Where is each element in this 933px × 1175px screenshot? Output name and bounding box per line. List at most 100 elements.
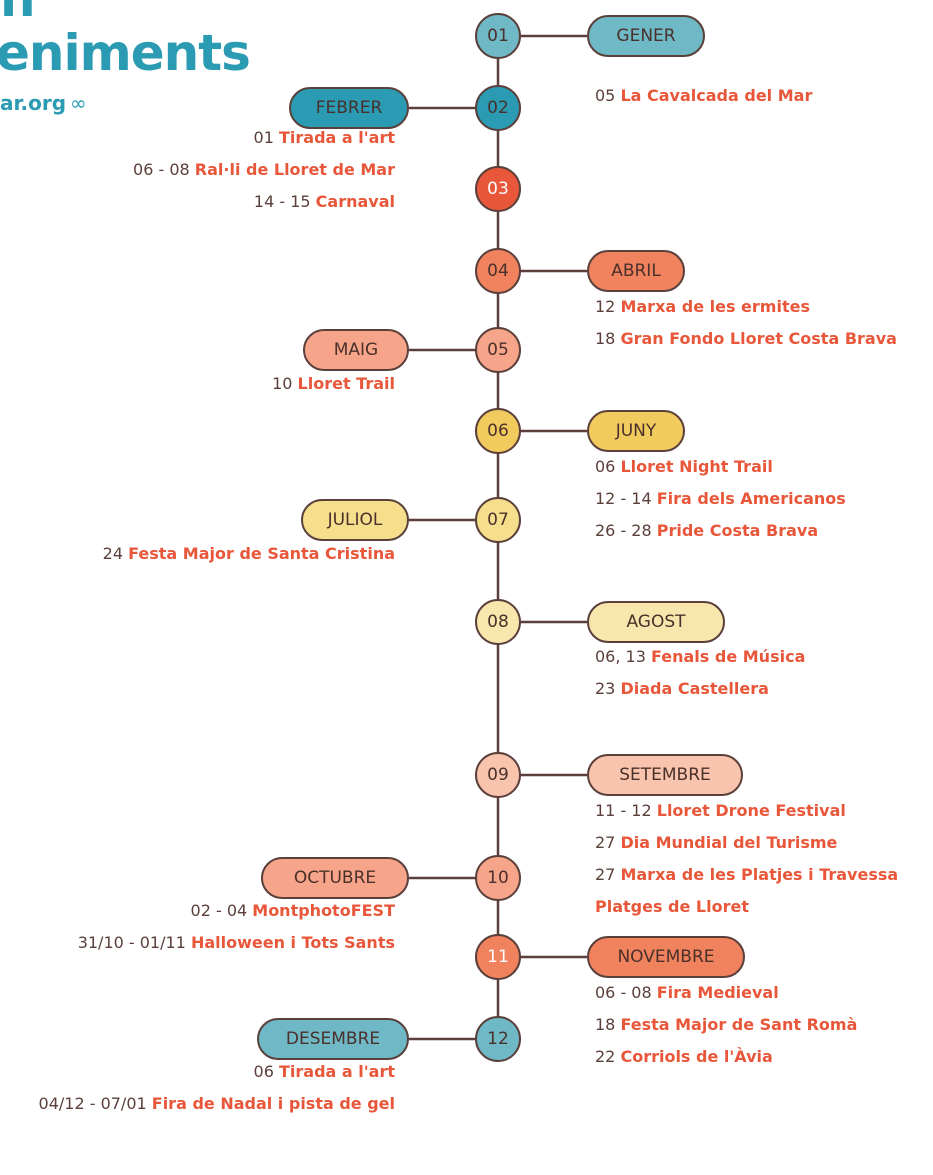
event-date: 23 (595, 679, 621, 698)
event-date: 05 (595, 86, 621, 105)
event-title: Gran Fondo Lloret Costa Brava (620, 329, 897, 348)
event-date: 18 (595, 329, 621, 348)
event-item: 10 Lloret Trail (272, 373, 395, 395)
event-title: Lloret Drone Festival (656, 801, 846, 820)
event-item: 06 - 08 Ral·li de Lloret de Mar (133, 159, 395, 181)
event-item: 11 - 12 Lloret Drone Festival (595, 800, 846, 822)
header-title-fragment: n (0, 0, 36, 28)
event-title: Dia Mundial del Turisme (620, 833, 838, 852)
event-title: Fira dels Americanos (656, 489, 846, 508)
event-title: Marxa de les ermites (620, 297, 810, 316)
event-item: 27 Marxa de les Platjes i Travessa (595, 864, 898, 886)
header-website-text: ar.org (0, 91, 67, 115)
event-item: 12 Marxa de les ermites (595, 296, 810, 318)
event-title: Lloret Night Trail (620, 457, 773, 476)
event-item: 12 - 14 Fira dels Americanos (595, 488, 846, 510)
event-date: 18 (595, 1015, 621, 1034)
event-date: 12 - 14 (595, 489, 657, 508)
event-title: Marxa de les Platjes i Travessa (620, 865, 899, 884)
event-title: Fenals de Música (650, 647, 806, 666)
month-number-node: 04 (475, 248, 521, 294)
event-item: 04/12 - 07/01 Fira de Nadal i pista de g… (39, 1093, 395, 1115)
event-item: 14 - 15 Carnaval (254, 191, 395, 213)
event-title: Halloween i Tots Sants (190, 933, 395, 952)
event-date: 06, 13 (595, 647, 651, 666)
month-number-node: 12 (475, 1016, 521, 1062)
event-item: 31/10 - 01/11 Halloween i Tots Sants (78, 932, 395, 954)
event-item: 06, 13 Fenals de Música (595, 646, 805, 668)
event-title: Diada Castellera (620, 679, 769, 698)
month-number-node: 10 (475, 855, 521, 901)
event-date: 27 (595, 833, 621, 852)
event-item: 02 - 04 MontphotoFEST (191, 900, 395, 922)
month-name-pill: ABRIL (587, 250, 685, 292)
month-name-pill: AGOST (587, 601, 725, 643)
event-title: La Cavalcada del Mar (620, 86, 813, 105)
event-title: Ral·li de Lloret de Mar (194, 160, 395, 179)
event-title: Platges de Lloret (595, 897, 749, 916)
event-date: 27 (595, 865, 621, 884)
event-date: 02 - 04 (190, 901, 253, 920)
event-item: 22 Corriols de l'Àvia (595, 1046, 773, 1068)
event-date: 01 (253, 128, 279, 147)
event-item: 27 Dia Mundial del Turisme (595, 832, 837, 854)
month-number-node: 05 (475, 327, 521, 373)
month-number-node: 09 (475, 752, 521, 798)
event-date: 04/12 - 07/01 (38, 1094, 152, 1113)
month-number-node: 01 (475, 13, 521, 59)
event-title: MontphotoFEST (252, 901, 395, 920)
event-title: Tirada a l'art (279, 1062, 395, 1081)
header-website-link[interactable]: ar.org∞ (0, 91, 87, 115)
event-title: Corriols de l'Àvia (620, 1047, 773, 1066)
event-item: 05 La Cavalcada del Mar (595, 85, 812, 107)
event-date: 14 - 15 (253, 192, 316, 211)
event-title: Fira Medieval (656, 983, 779, 1002)
event-date: 10 (272, 374, 298, 393)
event-title: Tirada a l'art (279, 128, 395, 147)
event-title: Fira de Nadal i pista de gel (151, 1094, 395, 1113)
event-date: 24 (102, 544, 129, 563)
month-number-node: 02 (475, 85, 521, 131)
event-title: Festa Major de Santa Cristina (128, 544, 395, 563)
month-number-node: 08 (475, 599, 521, 645)
event-date: 06 (253, 1062, 279, 1081)
event-date: 11 - 12 (595, 801, 657, 820)
event-date: 12 (595, 297, 621, 316)
event-date: 06 (595, 457, 621, 476)
event-date: 06 - 08 (133, 160, 195, 179)
event-item: 06 Tirada a l'art (254, 1061, 395, 1083)
month-name-pill: DESEMBRE (257, 1018, 409, 1060)
event-title: Lloret Trail (297, 374, 395, 393)
month-number-node: 03 (475, 166, 521, 212)
link-icon: ∞ (70, 91, 87, 115)
event-item: 18 Gran Fondo Lloret Costa Brava (595, 328, 897, 350)
event-item: 06 - 08 Fira Medieval (595, 982, 779, 1004)
event-item: Platges de Lloret (595, 896, 749, 918)
event-item: 18 Festa Major de Sant Romà (595, 1014, 857, 1036)
event-date: 31/10 - 01/11 (77, 933, 191, 952)
month-name-pill: NOVEMBRE (587, 936, 745, 978)
event-item: 01 Tirada a l'art (254, 127, 395, 149)
month-number-node: 11 (475, 934, 521, 980)
event-title: Carnaval (315, 192, 395, 211)
event-item: 24 Festa Major de Santa Cristina (103, 543, 395, 565)
event-item: 23 Diada Castellera (595, 678, 769, 700)
event-item: 26 - 28 Pride Costa Brava (595, 520, 818, 542)
header-title: eniments (0, 24, 251, 82)
month-name-pill: MAIG (303, 329, 409, 371)
month-name-pill: JUNY (587, 410, 685, 452)
month-name-pill: JULIOL (301, 499, 409, 541)
event-date: 26 - 28 (595, 521, 657, 540)
header: n eniments ar.org∞ (0, 0, 260, 130)
month-name-pill: SETEMBRE (587, 754, 743, 796)
month-name-pill: OCTUBRE (261, 857, 409, 899)
event-date: 06 - 08 (595, 983, 657, 1002)
event-date: 22 (595, 1047, 621, 1066)
month-name-pill: GENER (587, 15, 705, 57)
event-title: Pride Costa Brava (656, 521, 819, 540)
event-item: 06 Lloret Night Trail (595, 456, 773, 478)
month-number-node: 07 (475, 497, 521, 543)
event-title: Festa Major de Sant Romà (620, 1015, 858, 1034)
month-number-node: 06 (475, 408, 521, 454)
month-name-pill: FEBRER (289, 87, 409, 129)
